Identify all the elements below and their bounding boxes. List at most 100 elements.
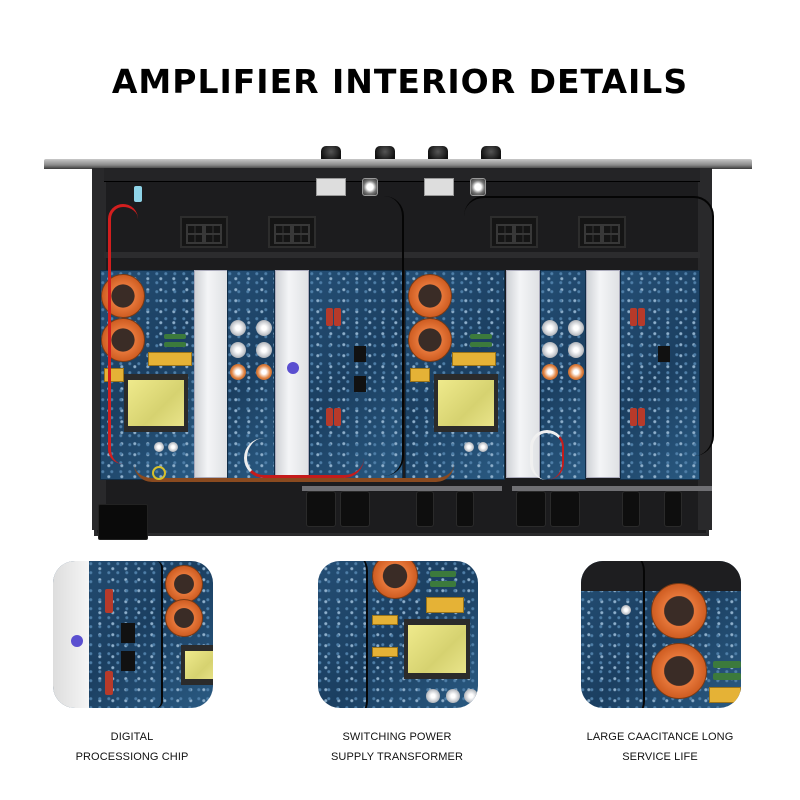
xlr-connector-icon bbox=[340, 491, 370, 527]
caption-line: LARGE CAACITANCE LONG bbox=[586, 731, 734, 743]
amp-board bbox=[620, 270, 700, 480]
connector-board bbox=[512, 486, 712, 491]
inductor-icon bbox=[372, 561, 418, 599]
film-capacitor bbox=[426, 597, 464, 613]
caption-line: SWITCHING POWER bbox=[342, 731, 452, 743]
heatsink bbox=[275, 270, 309, 478]
xlr-connector-icon bbox=[516, 491, 546, 527]
label-sticker bbox=[287, 362, 299, 374]
capacitor-icon bbox=[542, 364, 558, 380]
front-panel-edge bbox=[44, 159, 752, 169]
cooling-fan-icon bbox=[180, 216, 228, 248]
film-capacitor-icon bbox=[105, 589, 113, 613]
caption-line: PROCESSIONG CHIP bbox=[75, 751, 189, 763]
cooling-fan-icon bbox=[268, 216, 316, 248]
capacitor-icon bbox=[426, 689, 440, 703]
inductor-icon bbox=[408, 274, 452, 318]
film-capacitor-icon bbox=[638, 408, 645, 426]
caption-line: DIGITAL bbox=[110, 731, 154, 743]
xlr-connector-icon bbox=[306, 491, 336, 527]
capacitor-icon bbox=[256, 342, 272, 358]
capacitor-icon bbox=[568, 342, 584, 358]
transformer-icon bbox=[434, 374, 498, 432]
dsp-chip-icon bbox=[354, 346, 366, 362]
resistor-icon bbox=[470, 342, 492, 347]
capacitor-icon bbox=[446, 689, 460, 703]
film-capacitor-icon bbox=[326, 408, 333, 426]
feature-thumb-capacitance bbox=[581, 561, 741, 708]
inductor-icon bbox=[651, 643, 707, 699]
amplifier-interior-image bbox=[44, 146, 752, 546]
transformer-icon bbox=[181, 645, 213, 685]
resistor-icon bbox=[430, 571, 456, 577]
film-capacitor bbox=[709, 687, 741, 703]
feature-thumb-digital-chip bbox=[53, 561, 213, 708]
resistor-icon bbox=[713, 661, 741, 668]
signal-wire bbox=[244, 438, 364, 478]
signal-wire bbox=[328, 561, 368, 708]
capacitor-icon bbox=[568, 364, 584, 380]
dsp-chip-icon bbox=[121, 623, 135, 643]
inductor-icon bbox=[165, 599, 203, 637]
resistor-icon bbox=[713, 673, 741, 680]
spade-terminal-icon bbox=[134, 186, 142, 202]
speakon-connector-icon bbox=[664, 491, 682, 527]
film-capacitor bbox=[372, 647, 398, 657]
film-capacitor bbox=[372, 615, 398, 625]
film-capacitor-icon bbox=[638, 308, 645, 326]
speakon-connector-icon bbox=[416, 491, 434, 527]
connector-board bbox=[302, 486, 502, 491]
capacitor-icon bbox=[542, 320, 558, 336]
power-inlet-icon bbox=[98, 504, 148, 540]
capacitor-icon bbox=[230, 342, 246, 358]
transformer-icon bbox=[404, 619, 470, 679]
inductor-icon bbox=[408, 318, 452, 362]
power-wire bbox=[134, 446, 454, 482]
label-sticker bbox=[71, 635, 83, 647]
capacitor-icon bbox=[464, 689, 478, 703]
feature-thumb-transformer bbox=[318, 561, 478, 708]
header-connector bbox=[424, 178, 454, 196]
signal-wire bbox=[344, 196, 404, 476]
capacitor-icon bbox=[230, 364, 246, 380]
film-capacitor-icon bbox=[105, 671, 113, 695]
ferrite-ring-icon bbox=[152, 466, 166, 480]
cooling-fan-icon bbox=[578, 216, 626, 248]
inductor-icon bbox=[165, 565, 203, 603]
signal-wire bbox=[149, 561, 163, 708]
transformer-icon bbox=[124, 374, 188, 432]
speakon-connector-icon bbox=[456, 491, 474, 527]
rca-jack-icon bbox=[362, 178, 378, 196]
film-capacitor-icon bbox=[334, 408, 341, 426]
volume-knob-icon bbox=[321, 146, 341, 162]
capacitor-icon bbox=[621, 605, 631, 615]
capacitor-icon bbox=[230, 320, 246, 336]
capacitor-icon bbox=[542, 342, 558, 358]
front-rail bbox=[104, 168, 700, 182]
capacitor-icon bbox=[568, 320, 584, 336]
speakon-connector-icon bbox=[622, 491, 640, 527]
film-capacitor-icon bbox=[630, 408, 637, 426]
capacitor-icon bbox=[154, 442, 164, 452]
dsp-chip-icon bbox=[121, 651, 135, 671]
signal-wire bbox=[464, 196, 714, 456]
resistor-icon bbox=[164, 342, 186, 347]
film-capacitor-icon bbox=[334, 308, 341, 326]
heatsink bbox=[586, 270, 620, 478]
resistor-icon bbox=[470, 334, 492, 339]
volume-knob-icon bbox=[481, 146, 501, 162]
caption-line: SERVICE LIFE bbox=[622, 751, 698, 763]
volume-knob-icon bbox=[375, 146, 395, 162]
film-capacitor bbox=[410, 368, 430, 382]
capacitor-icon bbox=[168, 442, 178, 452]
film-capacitor-icon bbox=[630, 308, 637, 326]
xlr-connector-icon bbox=[550, 491, 580, 527]
signal-wire bbox=[530, 430, 564, 480]
power-wire bbox=[108, 204, 138, 464]
header-connector bbox=[316, 178, 346, 196]
signal-wire bbox=[601, 561, 645, 708]
dsp-chip-icon bbox=[658, 346, 670, 362]
capacitor-icon bbox=[256, 364, 272, 380]
capacitor-icon bbox=[256, 320, 272, 336]
feature-caption-digital-chip: DIGITAL PROCESSIONG CHIP bbox=[12, 727, 252, 767]
